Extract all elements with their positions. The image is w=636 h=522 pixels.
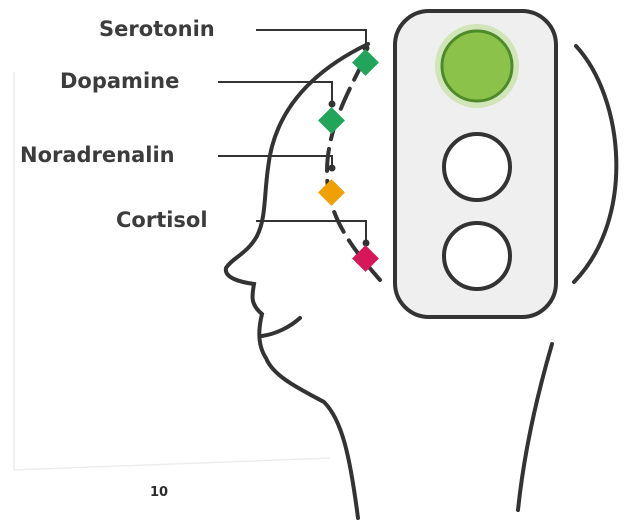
neck-line [518,344,552,510]
dopamine-leader-line [218,82,332,104]
head-profile-outline [226,44,368,518]
brain-dashed-arc [327,60,380,280]
dopamine-marker [318,107,345,134]
serotonin-leader-line [256,30,366,48]
traffic-light-bottom [444,223,510,289]
head-back-arc [574,46,616,282]
label-noradrenalin: Noradrenalin [20,143,175,167]
traffic-light-top-green [442,31,512,101]
label-serotonin: Serotonin [99,17,215,41]
cortisol-leader-dot [363,240,370,247]
traffic-light-middle [444,134,510,200]
dopamine-leader-dot [329,101,336,108]
label-dopamine: Dopamine [60,69,179,93]
mouth-line [262,318,300,336]
noradrenalin-leader-dot [329,165,336,172]
label-cortisol: Cortisol [116,208,208,232]
page-number: 10 [150,485,168,500]
noradrenalin-marker [318,179,345,206]
noradrenalin-leader-line [218,156,332,168]
page-edge [14,72,330,470]
